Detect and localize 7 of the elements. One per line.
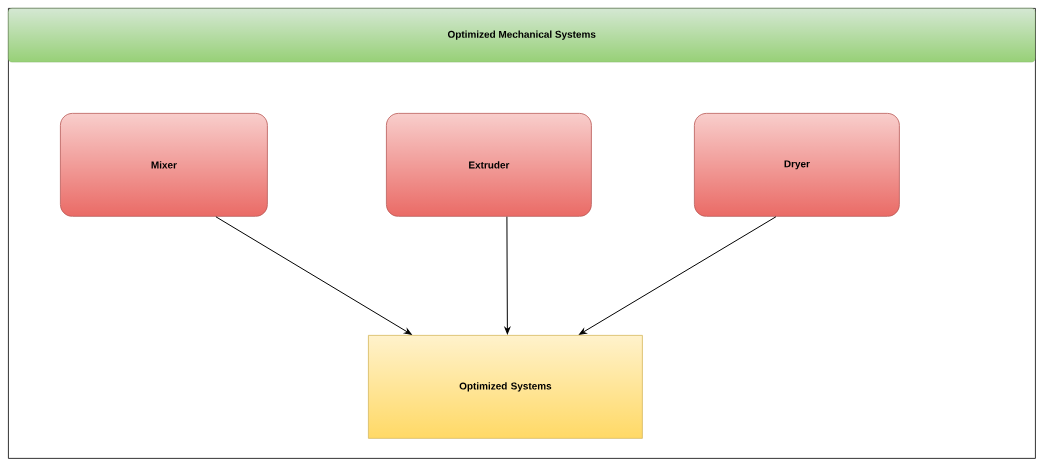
arrow	[215, 216, 412, 335]
arrow	[504, 216, 511, 335]
arrow	[579, 216, 777, 335]
process-box: Optimized Systems	[368, 335, 643, 439]
process-box: Dryer	[694, 113, 900, 217]
process-box: Extruder	[386, 113, 592, 217]
process-box: Mixer	[60, 113, 268, 217]
